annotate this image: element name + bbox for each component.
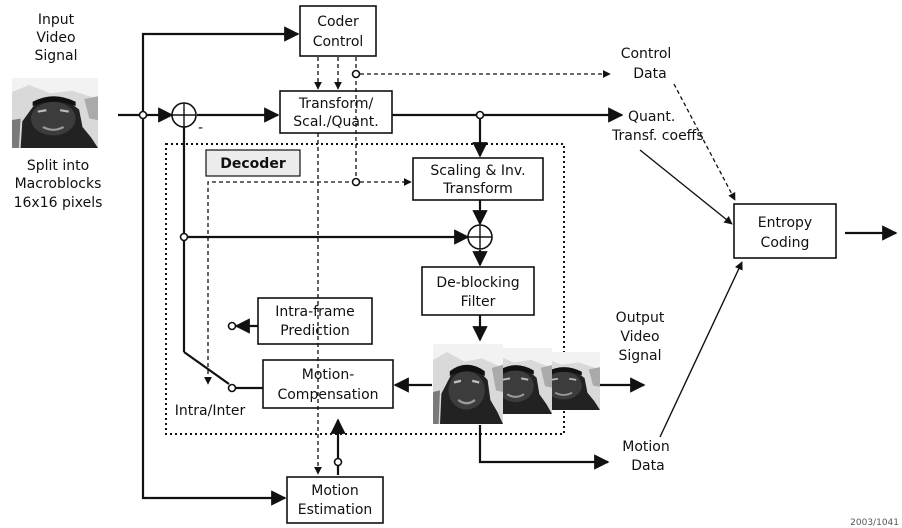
junction-dot (353, 71, 360, 78)
motion-data-label-2: Data (631, 458, 664, 474)
switch-contact-inter (229, 385, 236, 392)
minus-sign: - (198, 120, 203, 136)
switch-contact-intra (229, 323, 236, 330)
junction-dot (335, 459, 342, 466)
junction-dot (477, 112, 484, 119)
motion-est-label-1: Motion (311, 483, 358, 499)
output-label-1: Output (616, 310, 665, 326)
transform-label-1: Transform/ (298, 96, 374, 112)
junction-dot (140, 112, 147, 119)
intra-inter-switch (184, 352, 229, 384)
output-label-2: Video (620, 329, 659, 345)
junction-dot (353, 179, 360, 186)
quant-coeffs-label-2: Transf. coeffs (611, 128, 704, 144)
split-label-2: Macroblocks (15, 176, 102, 192)
control-data-label-1: Control (621, 46, 672, 62)
control-data-label-2: Data (633, 66, 666, 82)
motion-comp-label-1: Motion- (302, 367, 355, 383)
coder-control-label-2: Control (313, 34, 364, 50)
motion-data-to-entropy-arrow (660, 262, 742, 437)
intra-inter-label: Intra/Inter (175, 403, 246, 419)
deblocking-label-1: De-blocking (436, 275, 519, 291)
input-frame-image (12, 78, 98, 148)
input-to-control-arrow (143, 34, 298, 115)
input-label-2: Video (36, 30, 75, 46)
intra-pred-label-1: Intra-frame (275, 304, 354, 320)
scaling-label-1: Scaling & Inv. (430, 163, 525, 179)
decoder-label: Decoder (220, 156, 286, 172)
junction-dot (181, 234, 188, 241)
entropy-label-1: Entropy (758, 215, 812, 231)
decoded-frames-image (433, 344, 600, 424)
output-label-3: Signal (618, 348, 661, 364)
split-label-3: 16x16 pixels (14, 195, 103, 211)
figure-id: 2003/1041 (850, 518, 899, 528)
deblocking-label-2: Filter (461, 294, 496, 310)
coder-control-label-1: Coder (317, 14, 359, 30)
scaling-label-2: Transform (442, 181, 513, 197)
input-label-1: Input (38, 12, 75, 28)
entropy-label-2: Coding (761, 235, 810, 251)
control-data-dash (356, 57, 610, 74)
split-label-1: Split into (27, 158, 89, 174)
quant-coeffs-label-1: Quant. (628, 109, 675, 125)
intra-pred-label-2: Prediction (280, 323, 350, 339)
control-to-switch-dash (208, 182, 356, 384)
frames-to-motion-data-arrow (480, 425, 608, 462)
input-label-3: Signal (34, 48, 77, 64)
motion-comp-label-2: Compensation (277, 387, 378, 403)
motion-est-label-2: Estimation (298, 502, 373, 518)
coeffs-to-entropy-arrow (640, 150, 732, 224)
motion-data-label-1: Motion (622, 439, 669, 455)
transform-label-2: Scal./Quant. (293, 114, 379, 130)
